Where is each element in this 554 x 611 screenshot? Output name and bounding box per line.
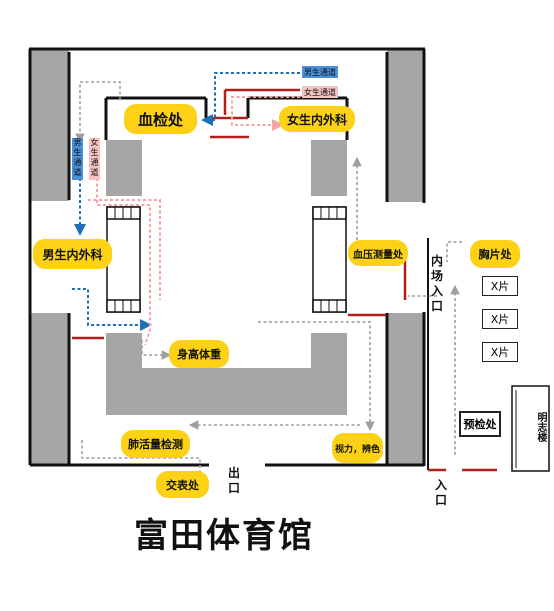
block-top-left: [31, 50, 69, 201]
venue-title: 富田体育馆: [134, 516, 314, 556]
mingzhi-building-box: [511, 385, 550, 472]
block-bottom-left: [31, 313, 69, 465]
lung-capacity-label: 肺活量检测: [121, 430, 190, 458]
outside-structures: [427, 238, 550, 472]
xray-room-1: X片: [482, 276, 518, 296]
submit-form-label: 交表处: [156, 471, 209, 498]
pre-check-box: 预检处: [459, 411, 501, 437]
mingzhi-building-label: 明志楼: [535, 412, 546, 442]
stair-left: [106, 206, 141, 313]
xray-room-2: X片: [482, 309, 518, 329]
entrance-sign: 入口: [434, 478, 447, 507]
vision-color-label: 视力，辨色: [332, 433, 383, 463]
male-channel-tag-left: 男生通道: [72, 138, 83, 180]
female-path: [88, 96, 300, 346]
male-channel-tag-top: 男生通道: [302, 66, 338, 78]
male-internal-surgery-label: 男生内外科: [33, 239, 112, 269]
building-blocks: [31, 50, 424, 465]
female-channel-tag-left: 女生通道: [89, 138, 100, 180]
male-path: [72, 72, 300, 331]
stairs: [106, 206, 347, 313]
block-inner-right: [311, 140, 347, 196]
female-channel-tag-top: 女生通道: [302, 86, 338, 98]
general-path: [75, 81, 462, 483]
stair-right: [312, 206, 347, 313]
block-bottom-right: [387, 313, 424, 465]
door-markers: [72, 88, 497, 472]
block-inner-bottom: [106, 333, 347, 415]
xray-room-3: X片: [482, 342, 518, 362]
height-weight-label: 身高体重: [169, 340, 229, 368]
exit-sign: 出口: [227, 466, 240, 495]
inner-entrance-sign: 内场入口: [430, 254, 443, 313]
block-top-right: [387, 50, 424, 202]
chest-xray-label: 胸片处: [470, 240, 520, 268]
blood-pressure-label: 血压测量处: [348, 240, 408, 266]
block-inner-left: [106, 140, 142, 196]
blood-test-label: 血检处: [124, 104, 197, 134]
female-internal-surgery-label: 女生内外科: [279, 106, 355, 132]
